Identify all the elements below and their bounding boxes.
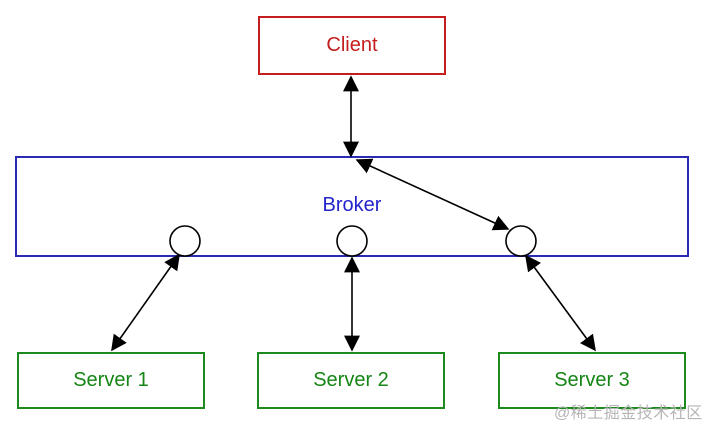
server3-box: Server 3 [498,352,686,409]
server2-box: Server 2 [257,352,445,409]
server1-label: Server 1 [73,369,149,391]
broker-label: Broker [322,194,382,216]
arrow-port1-server1 [111,253,180,352]
watermark: @稀土掘金技术社区 [554,405,703,422]
client-label: Client [326,34,378,56]
server3-label: Server 3 [554,369,630,391]
server1-box: Server 1 [17,352,205,409]
arrow-port3-server3 [525,254,596,352]
server2-label: Server 2 [313,369,389,391]
client-box: Client [258,16,446,75]
